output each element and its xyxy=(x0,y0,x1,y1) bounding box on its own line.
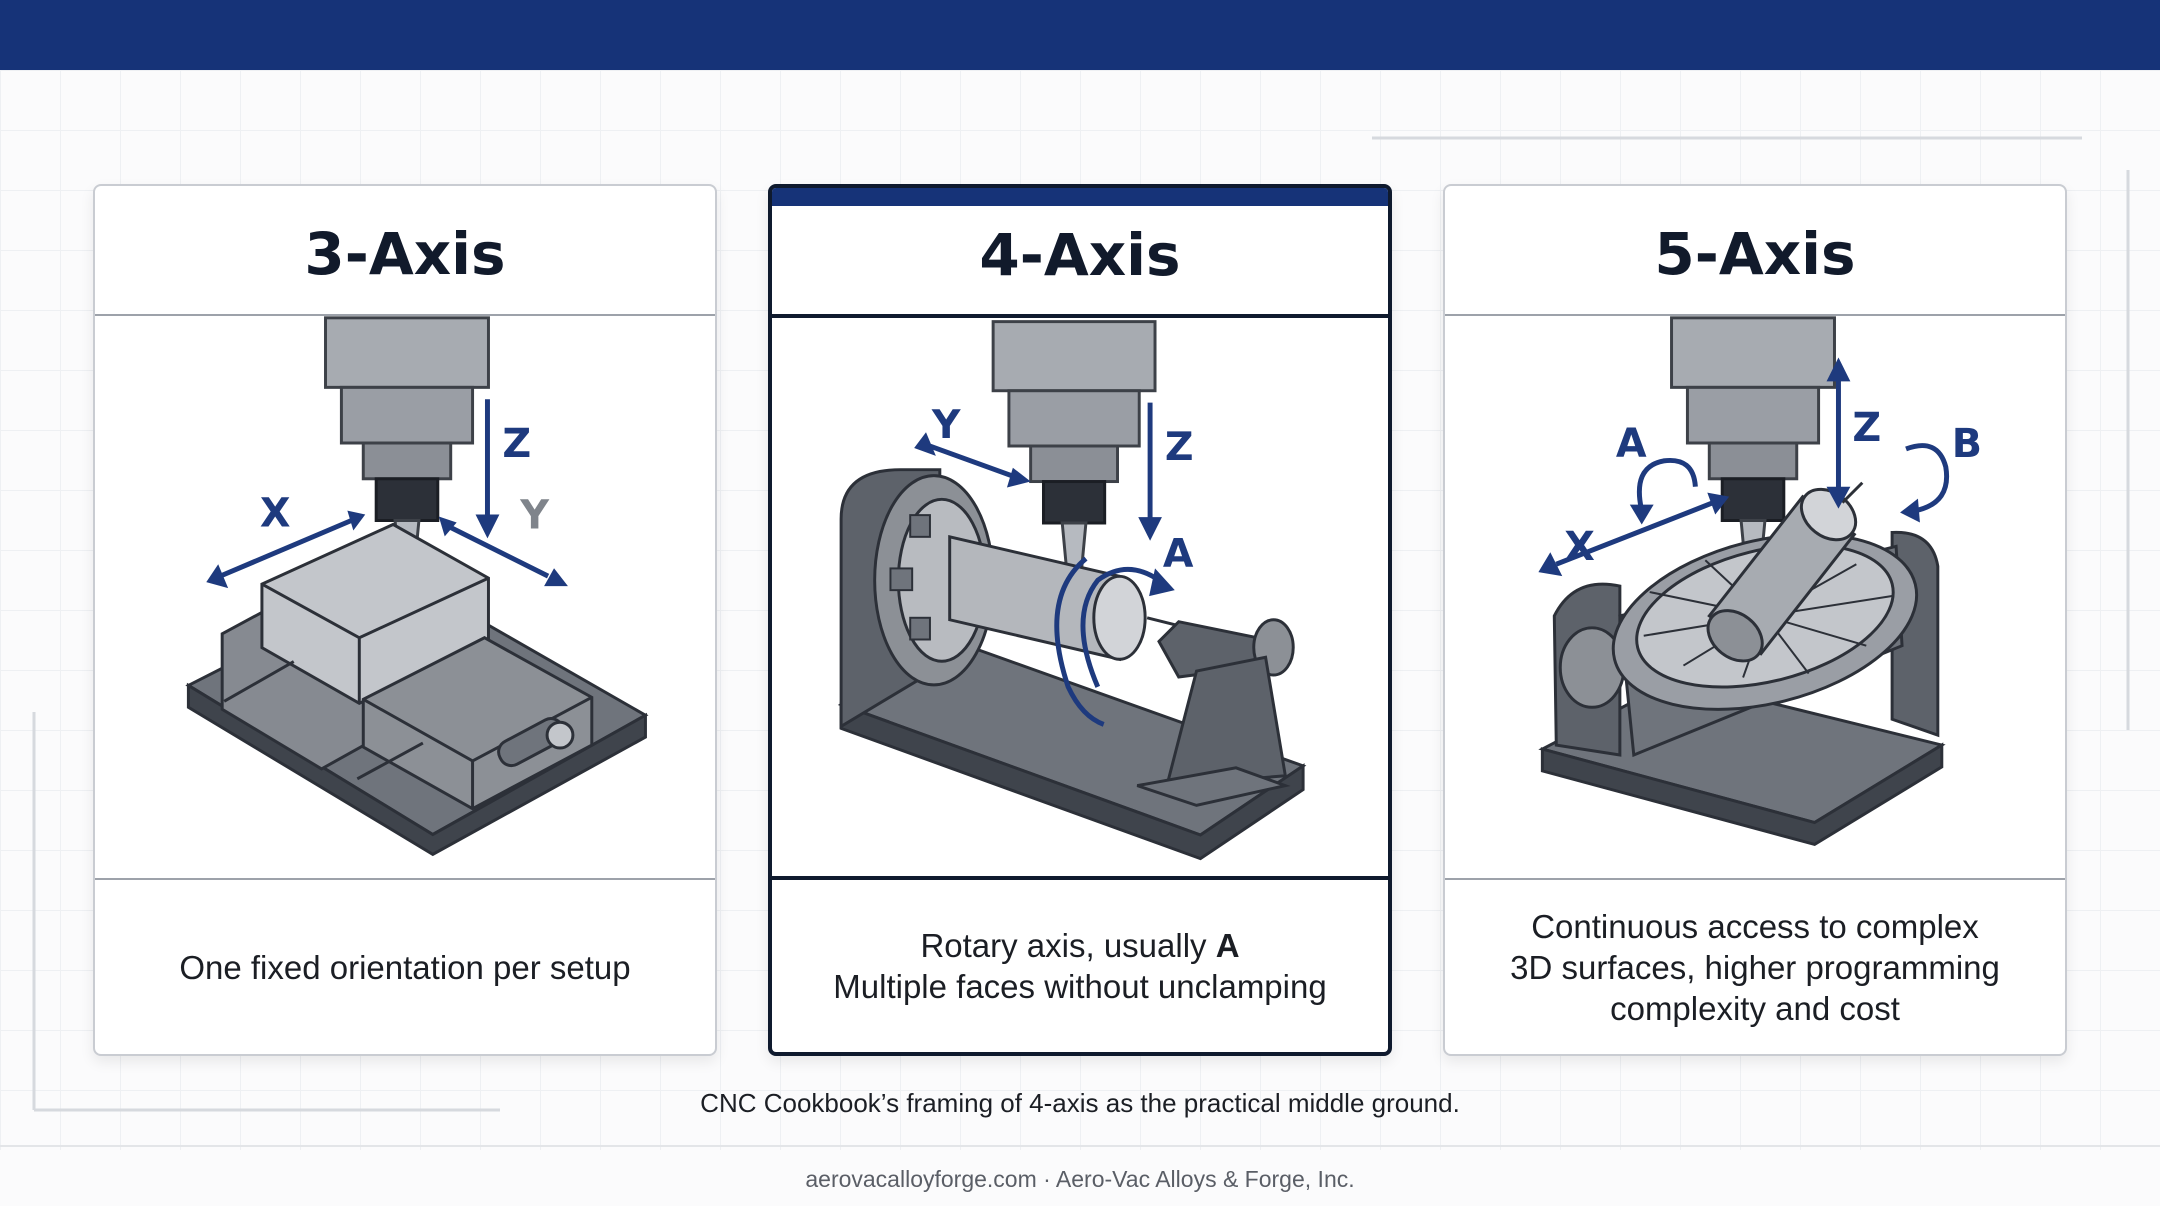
axis-arrows xyxy=(206,399,568,589)
card-5-axis-desc-line3: complexity and cost xyxy=(1610,989,1900,1027)
spindle-icon xyxy=(991,320,1157,607)
card-3-axis-header: 3-Axis xyxy=(95,186,715,316)
top-banner xyxy=(0,0,2160,70)
axis-label-x: X xyxy=(260,490,291,536)
axis-label-x: X xyxy=(1564,524,1595,570)
trunnion-5-axis-illustration: X A Z B xyxy=(1538,316,1982,847)
card-5-axis-desc-line2: 3D surfaces, higher programming xyxy=(1510,948,2000,986)
card-4-axis-header: 4-Axis xyxy=(772,188,1388,318)
card-5-axis-desc-line1: Continuous access to complex xyxy=(1531,907,1979,945)
footer-credit: aerovacalloyforge.com · Aero-Vac Alloys … xyxy=(805,1166,1355,1192)
axis-label-z: Z xyxy=(1852,405,1881,451)
trunnion-table-icon xyxy=(1538,481,1946,847)
card-5-axis-description: Continuous access to complex 3D surfaces… xyxy=(1445,878,2065,1054)
card-4-axis-desc-line1: Rotary axis, usually A xyxy=(920,927,1240,964)
card-3-axis: 3-Axis xyxy=(93,184,717,1056)
axis-arrows xyxy=(1538,357,1950,577)
card-3-axis-desc-line1: One fixed orientation per setup xyxy=(179,948,631,986)
axis-arrows xyxy=(914,402,1175,727)
card-4-axis-description: Rotary axis, usually A Multiple faces wi… xyxy=(772,876,1388,1052)
vise-icon xyxy=(185,522,649,857)
card-4-axis-accent-bar xyxy=(772,188,1388,206)
rotary-table-icon xyxy=(837,468,1307,861)
card-5-axis: 5-Axis xyxy=(1443,184,2067,1056)
axis-label-z: Z xyxy=(1165,424,1194,470)
card-4-axis-title: 4-Axis xyxy=(979,221,1181,289)
axis-label-b: B xyxy=(1952,421,1982,467)
card-4-axis-desc-line2: Multiple faces without unclamping xyxy=(833,968,1327,1005)
axis-label-z: Z xyxy=(502,421,531,467)
axis-label-y: Y xyxy=(519,492,550,538)
axis-label-a: A xyxy=(1616,421,1647,467)
caption: CNC Cookbook’s framing of 4-axis as the … xyxy=(700,1088,1460,1118)
vise-3-axis-illustration: Z X Y xyxy=(185,316,649,857)
card-3-axis-title: 3-Axis xyxy=(304,220,506,288)
footer-divider xyxy=(0,1145,2160,1147)
card-5-axis-header: 5-Axis xyxy=(1445,186,2065,316)
rotary-4-axis-illustration: Y Z A xyxy=(837,320,1307,861)
card-3-axis-description: One fixed orientation per setup xyxy=(95,878,715,1054)
card-4-axis: 4-Axis xyxy=(768,184,1392,1056)
axis-label-a: A xyxy=(1163,530,1194,576)
card-5-axis-title: 5-Axis xyxy=(1654,220,1856,288)
axis-label-y: Y xyxy=(931,402,961,448)
